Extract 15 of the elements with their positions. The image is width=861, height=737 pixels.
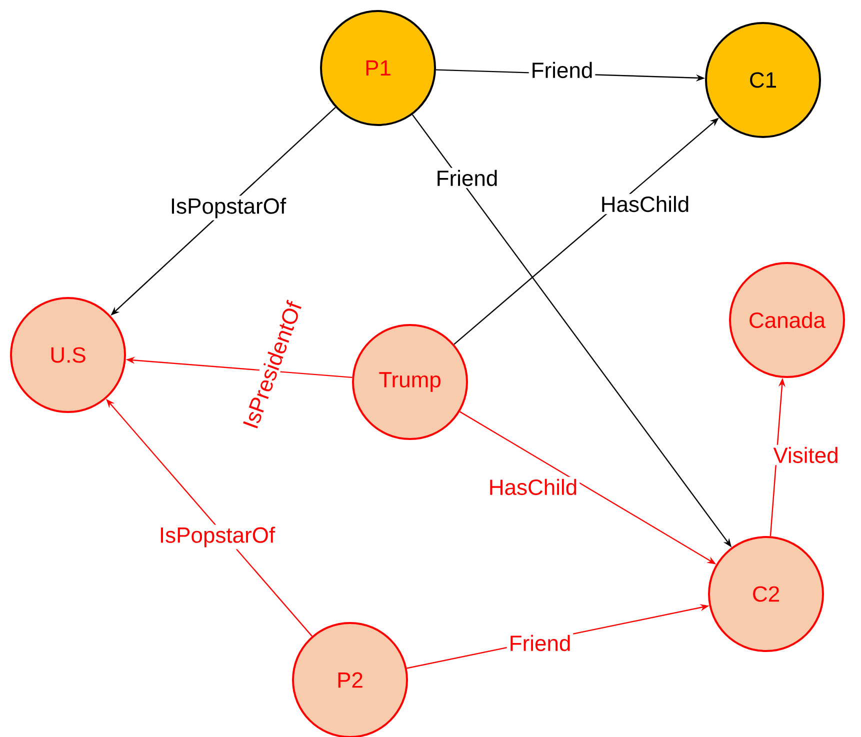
edge-label: IsPopstarOf <box>168 196 288 220</box>
circle-node: Canada <box>729 262 845 378</box>
circle-node: U.S <box>10 297 126 413</box>
edge-label: Friend <box>528 60 596 80</box>
circle-node: Trump <box>352 324 468 440</box>
edge-label: Friend <box>506 632 574 654</box>
edge-label: HasChild <box>486 476 580 498</box>
edge-label: Visited <box>771 444 841 466</box>
edge-label: IsPopstarOf <box>156 524 278 550</box>
circle-node: C2 <box>708 536 824 652</box>
circle-node: C1 <box>705 22 821 138</box>
edge-label: Friend <box>434 168 500 188</box>
circle-node: P2 <box>292 622 408 737</box>
edge-label: HasChild <box>598 194 692 214</box>
circle-node: P1 <box>320 10 436 126</box>
